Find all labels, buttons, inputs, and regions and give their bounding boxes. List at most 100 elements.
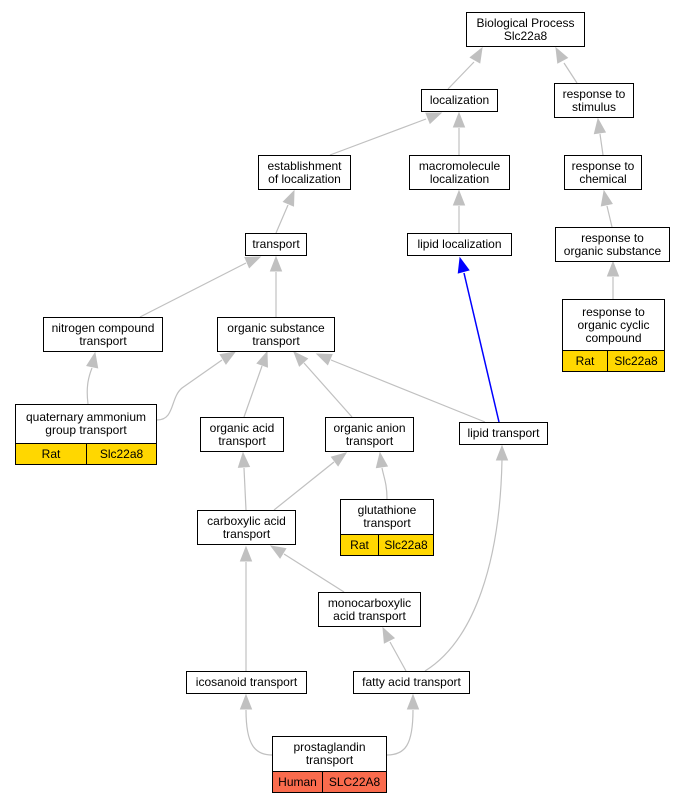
edge-prostaglandin-icosanoid <box>239 693 273 756</box>
gene-cell: Slc22a8 <box>378 535 433 555</box>
edge-line <box>424 459 503 672</box>
edge-quaternary-nitrogen <box>86 351 99 405</box>
node-label-line: response to <box>562 86 626 101</box>
edge-line <box>243 365 263 418</box>
edge-monocarboxylic-carboxylic <box>269 545 345 593</box>
node-label-line: transport <box>305 753 354 767</box>
node-label-line: group transport <box>45 423 127 437</box>
node-label: localization <box>422 90 497 111</box>
edge-fattyacid-monocarboxylic <box>382 626 407 672</box>
edge-glutathione-organicanion <box>375 451 389 500</box>
edge-organicanion-organicsub <box>293 350 353 418</box>
node-label-line: organic substance <box>227 320 325 335</box>
edge-arrowhead <box>600 189 613 207</box>
node-label-line: nitrogen compound <box>51 320 155 335</box>
node-label-line: organic cyclic <box>577 317 650 332</box>
node-label-line: chemical <box>579 171 627 186</box>
edge-arrowhead <box>86 351 99 369</box>
gene-cell: SLC22A8 <box>322 772 386 792</box>
node-fatty-acid[interactable]: fatty acid transport <box>353 671 470 694</box>
node-label-line: Biological Process <box>476 15 575 30</box>
edge-line <box>245 709 273 756</box>
edge-establishment-localization <box>329 112 443 156</box>
species-cell: Human <box>278 774 317 789</box>
edge-line <box>447 61 475 90</box>
gene-cell: Slc22a8 <box>86 444 156 464</box>
node-label-line: response to <box>582 304 645 319</box>
node-localization[interactable]: localization <box>421 89 498 112</box>
edge-macromolecule-localization <box>452 111 466 155</box>
node-label-line: carboxylic acid <box>207 513 286 528</box>
node-label-line: macromolecule <box>418 158 501 173</box>
node-label-line: prostaglandin <box>293 740 366 754</box>
edge-arrowhead <box>330 452 348 467</box>
gene-cell: Slc22a8 <box>607 351 664 371</box>
node-label-line: transport <box>252 333 300 348</box>
edge-arrowhead <box>239 545 253 562</box>
edge-arrowhead <box>219 351 237 365</box>
species-gene-badge: Rat Slc22a8 <box>341 534 433 555</box>
edge-carboxylic-organicacid <box>237 451 251 511</box>
edge-arrowhead <box>269 255 283 272</box>
node-label: lipid transport <box>460 423 547 444</box>
edge-line <box>283 553 345 593</box>
edge-arrowhead <box>457 256 470 274</box>
node-label-line: glutathione <box>357 503 417 517</box>
node-label-line: transport <box>222 526 271 541</box>
node-label-line: acid transport <box>333 608 406 623</box>
edge-chemical-stimulus <box>593 117 607 156</box>
edge-arrowhead <box>293 350 309 367</box>
edge-arrowhead <box>452 111 466 128</box>
edge-carboxylic-organicanion <box>273 452 348 511</box>
edge-arrowhead <box>469 46 483 64</box>
edge-stimulus-bp <box>555 46 578 84</box>
edge-arrowhead <box>382 626 396 644</box>
node-label-line: establishment <box>267 158 342 173</box>
node-lipid-transport[interactable]: lipid transport <box>459 422 548 445</box>
edge-arrowhead <box>425 112 443 125</box>
edge-line <box>599 133 604 156</box>
node-lipid-localization[interactable]: lipid localization <box>407 233 512 256</box>
node-label-line: monocarboxylic <box>327 595 412 610</box>
edge-line <box>156 359 223 421</box>
node-icosanoid[interactable]: icosanoid transport <box>186 671 307 694</box>
node-label-line: stimulus <box>571 99 616 114</box>
species-cell: Rat <box>350 537 369 552</box>
edge-line <box>386 709 414 756</box>
edge-organic-chemical <box>600 189 613 228</box>
node-transport[interactable]: transport <box>245 233 307 256</box>
edge-arrowhead <box>239 693 253 710</box>
edge-arrowhead <box>593 117 607 135</box>
node-label-line: quaternary ammonium <box>25 410 147 424</box>
edge-arrowhead <box>315 353 333 366</box>
node-label-line: Slc22a8 <box>503 28 548 43</box>
edge-arrowhead <box>237 451 251 468</box>
edge-line <box>389 641 407 672</box>
node-label-line: response to <box>571 158 635 173</box>
edge-arrowhead <box>282 189 295 207</box>
edge-line <box>329 118 427 156</box>
